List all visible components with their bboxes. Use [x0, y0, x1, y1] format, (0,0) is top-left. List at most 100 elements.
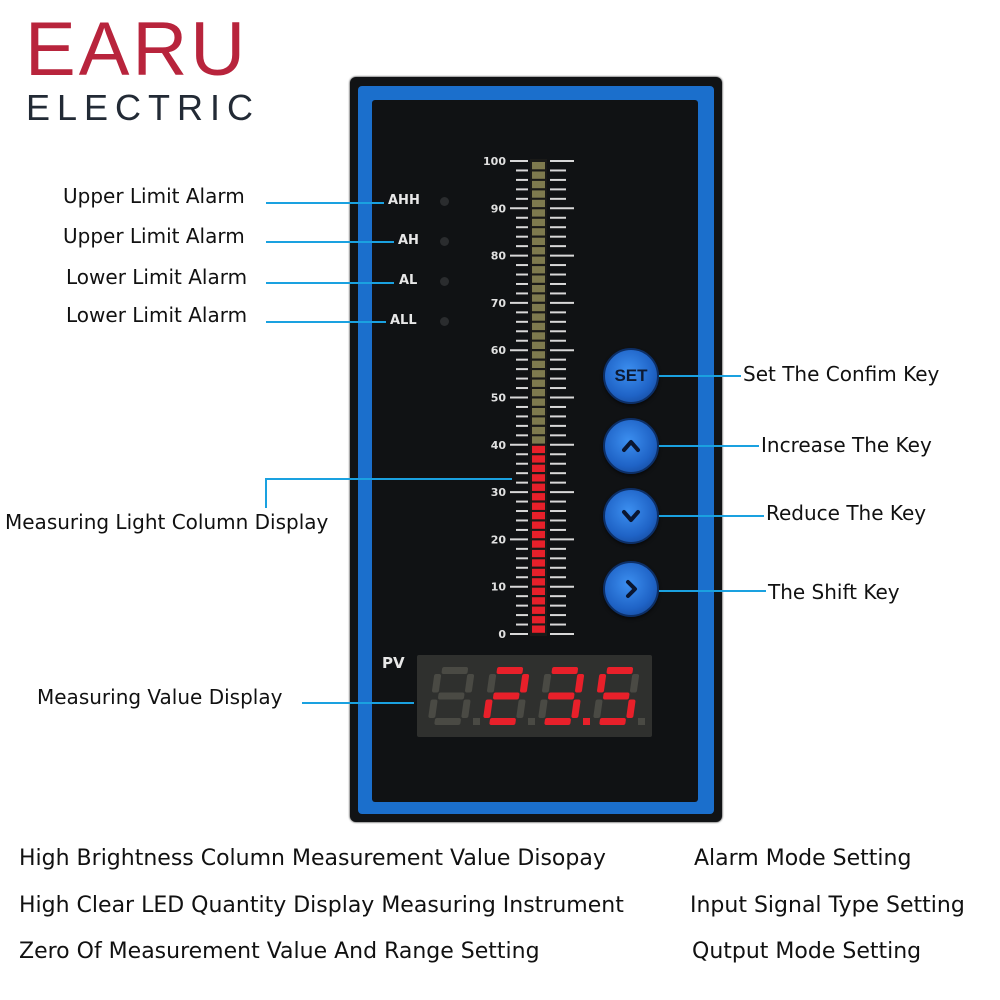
callout-alarm-ah: Upper Limit Alarm — [63, 224, 245, 248]
callout-line-ahh — [266, 202, 384, 204]
bar-segment — [532, 483, 545, 491]
bar-segment — [532, 313, 545, 321]
measuring-value-display — [417, 655, 652, 737]
bar-segment — [532, 285, 545, 293]
callout-shift-key: The Shift Key — [768, 580, 900, 604]
scale-tick-label: 90 — [491, 202, 507, 215]
callout-line-increase — [659, 445, 759, 447]
scale-tick-label: 30 — [491, 486, 507, 499]
alarm-led-al — [440, 277, 449, 286]
bar-segment — [532, 266, 545, 274]
feature-left-1: High Brightness Column Measurement Value… — [19, 846, 606, 871]
bar-segment — [532, 445, 545, 454]
bar-segment — [532, 455, 545, 463]
chevron-up-icon — [622, 440, 640, 452]
bar-segment — [532, 521, 545, 529]
scale-tick-label: 60 — [491, 344, 507, 357]
scale-tick-label: 100 — [483, 155, 506, 168]
seven-segment-digit — [483, 667, 530, 725]
callout-value-display: Measuring Value Display — [37, 685, 283, 709]
alarm-tag-ahh: AHH — [388, 193, 420, 208]
bar-segment — [532, 398, 545, 406]
bar-segment — [532, 568, 545, 577]
feature-left-3: Zero Of Measurement Value And Range Sett… — [19, 939, 540, 964]
brand-logo-main: EARU — [25, 7, 249, 92]
seven-segment-readout — [428, 667, 645, 725]
feature-right-1: Alarm Mode Setting — [694, 846, 912, 871]
scale-tick-label: 20 — [491, 533, 507, 546]
set-button-label: SET — [614, 366, 648, 385]
bar-segment — [532, 389, 545, 397]
seven-segment-digit — [593, 667, 640, 725]
increase-button[interactable] — [603, 418, 659, 474]
bar-segment — [532, 199, 545, 208]
decimal-point — [638, 718, 645, 725]
alarm-led-ahh — [440, 197, 449, 206]
callout-alarm-al: Lower Limit Alarm — [66, 265, 248, 289]
bar-segment — [532, 294, 545, 302]
scale-tick-label: 50 — [491, 392, 507, 405]
callout-increase-key: Increase The Key — [761, 433, 932, 457]
decimal-point — [583, 718, 590, 725]
feature-right-2: Input Signal Type Setting — [690, 893, 965, 918]
callout-line-column-h — [265, 478, 512, 480]
bar-segment — [532, 512, 545, 520]
bar-segment — [532, 587, 545, 595]
bar-segment — [532, 237, 545, 245]
bar-segment — [532, 559, 545, 567]
shift-button[interactable] — [603, 561, 659, 617]
bar-segment — [532, 549, 545, 558]
callout-line-ah — [266, 241, 394, 243]
alarm-tag-al: AL — [399, 273, 418, 288]
pv-label: PV — [382, 654, 405, 672]
callout-alarm-all: Lower Limit Alarm — [66, 303, 248, 327]
callout-column-display: Measuring Light Column Display — [5, 510, 329, 534]
seven-segment-digit — [538, 667, 585, 725]
chevron-right-icon — [626, 580, 637, 598]
callout-reduce-key: Reduce The Key — [766, 501, 927, 525]
bar-segment — [532, 275, 545, 283]
set-button[interactable]: SET — [603, 348, 659, 404]
scale-tick-label: 70 — [491, 297, 507, 310]
bar-segment — [532, 303, 545, 312]
bar-segment — [532, 351, 545, 359]
bar-segment — [532, 408, 545, 416]
bar-segment — [532, 332, 545, 340]
bar-segment — [532, 228, 545, 236]
bar-segment — [532, 606, 545, 614]
callout-line-al — [266, 282, 394, 284]
reduce-button[interactable] — [603, 488, 659, 544]
callout-line-reduce — [659, 515, 764, 517]
scale-tick-label: 40 — [491, 439, 507, 452]
bar-segment — [532, 493, 545, 501]
scale-tick-label: 80 — [491, 250, 507, 263]
bar-segment — [532, 417, 545, 425]
callout-line-set — [659, 375, 741, 377]
bar-segment — [532, 426, 545, 435]
bar-segment — [532, 379, 545, 387]
bar-segment — [532, 322, 545, 331]
callout-line-column-v — [265, 478, 267, 508]
bar-segment — [532, 540, 545, 548]
feature-left-2: High Clear LED Quantity Display Measurin… — [19, 893, 624, 918]
seven-segment-digit — [428, 667, 475, 725]
alarm-tag-ah: AH — [398, 233, 419, 248]
bar-segment — [532, 436, 545, 444]
bar-segment — [532, 247, 545, 255]
alarm-tag-all: ALL — [390, 313, 417, 328]
bar-segment — [532, 190, 545, 198]
alarm-led-ah — [440, 237, 449, 246]
bar-segment — [532, 625, 545, 633]
scale-tick-label: 10 — [491, 581, 507, 594]
bar-segment — [532, 578, 545, 586]
callout-line-shift — [659, 590, 766, 592]
bar-segment — [532, 530, 545, 539]
bar-segment — [532, 597, 545, 605]
bar-segment — [532, 360, 545, 368]
alarm-led-all — [440, 317, 449, 326]
scale-tick-label: 0 — [498, 628, 506, 641]
callout-line-value — [302, 702, 414, 704]
chevron-down-icon — [622, 510, 640, 522]
bar-segment — [532, 474, 545, 482]
